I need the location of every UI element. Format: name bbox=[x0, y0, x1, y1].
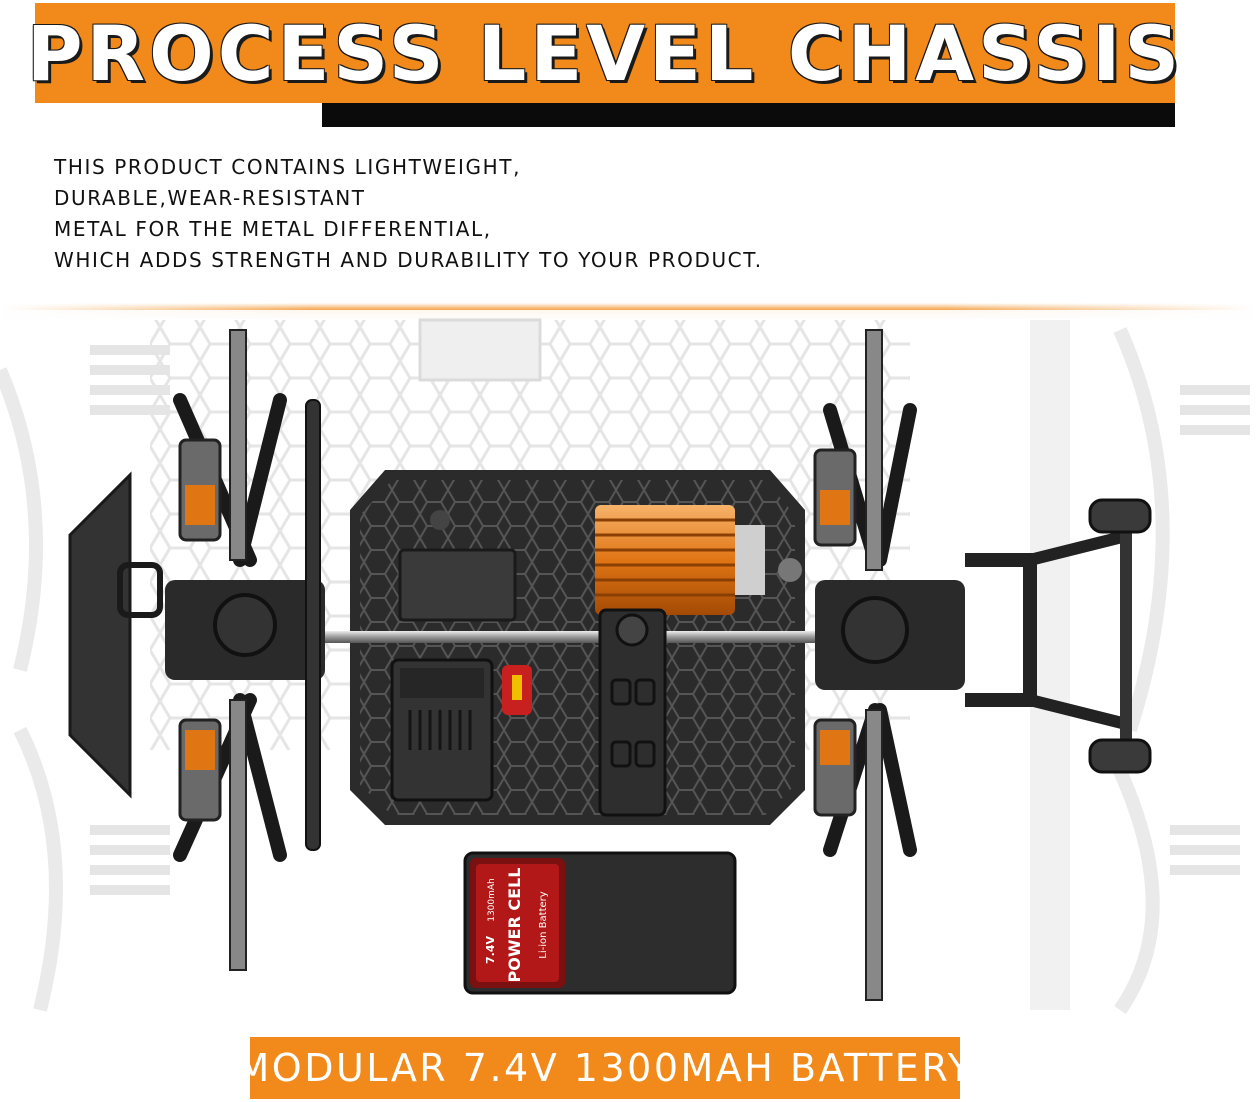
motor bbox=[595, 505, 802, 615]
battery-brand: POWER CELL bbox=[505, 868, 524, 983]
chassis-illustration: POWER CELL Li-ion Battery 7.4V 1300mAh bbox=[0, 310, 1257, 1030]
page-title: PROCESS LEVEL CHASSIS bbox=[26, 8, 1184, 98]
description-line: METAL FOR THE METAL DIFFERENTIAL, bbox=[54, 217, 492, 241]
description-line: DURABLE,WEAR-RESISTANT bbox=[54, 186, 366, 210]
description-block: THIS PRODUCT CONTAINS LIGHTWEIGHT, DURAB… bbox=[54, 152, 814, 276]
battery-label: MODULAR 7.4V 1300MAH BATTERY bbox=[236, 1046, 974, 1090]
drive-shaft bbox=[300, 631, 820, 643]
battery-capacity: 1300mAh bbox=[487, 878, 497, 922]
front-bumper bbox=[68, 471, 132, 799]
battery-strap bbox=[598, 608, 667, 817]
title-underline-bar bbox=[322, 100, 1175, 127]
battery-type: Li-ion Battery bbox=[538, 891, 549, 958]
battery-voltage: 7.4V bbox=[484, 936, 497, 964]
title-banner: PROCESS LEVEL CHASSIS bbox=[27, 3, 1179, 103]
description-line: THIS PRODUCT CONTAINS LIGHTWEIGHT, bbox=[54, 155, 522, 179]
battery-pack: POWER CELL Li-ion Battery 7.4V 1300mAh bbox=[463, 851, 737, 995]
description-line: WHICH ADDS STRENGTH AND DURABILITY TO YO… bbox=[54, 248, 763, 272]
esc-receiver bbox=[390, 658, 532, 802]
battery-banner: MODULAR 7.4V 1300MAH BATTERY bbox=[237, 1037, 971, 1099]
front-suspension bbox=[68, 329, 325, 971]
rear-suspension bbox=[813, 329, 1152, 1001]
servo bbox=[398, 548, 517, 622]
